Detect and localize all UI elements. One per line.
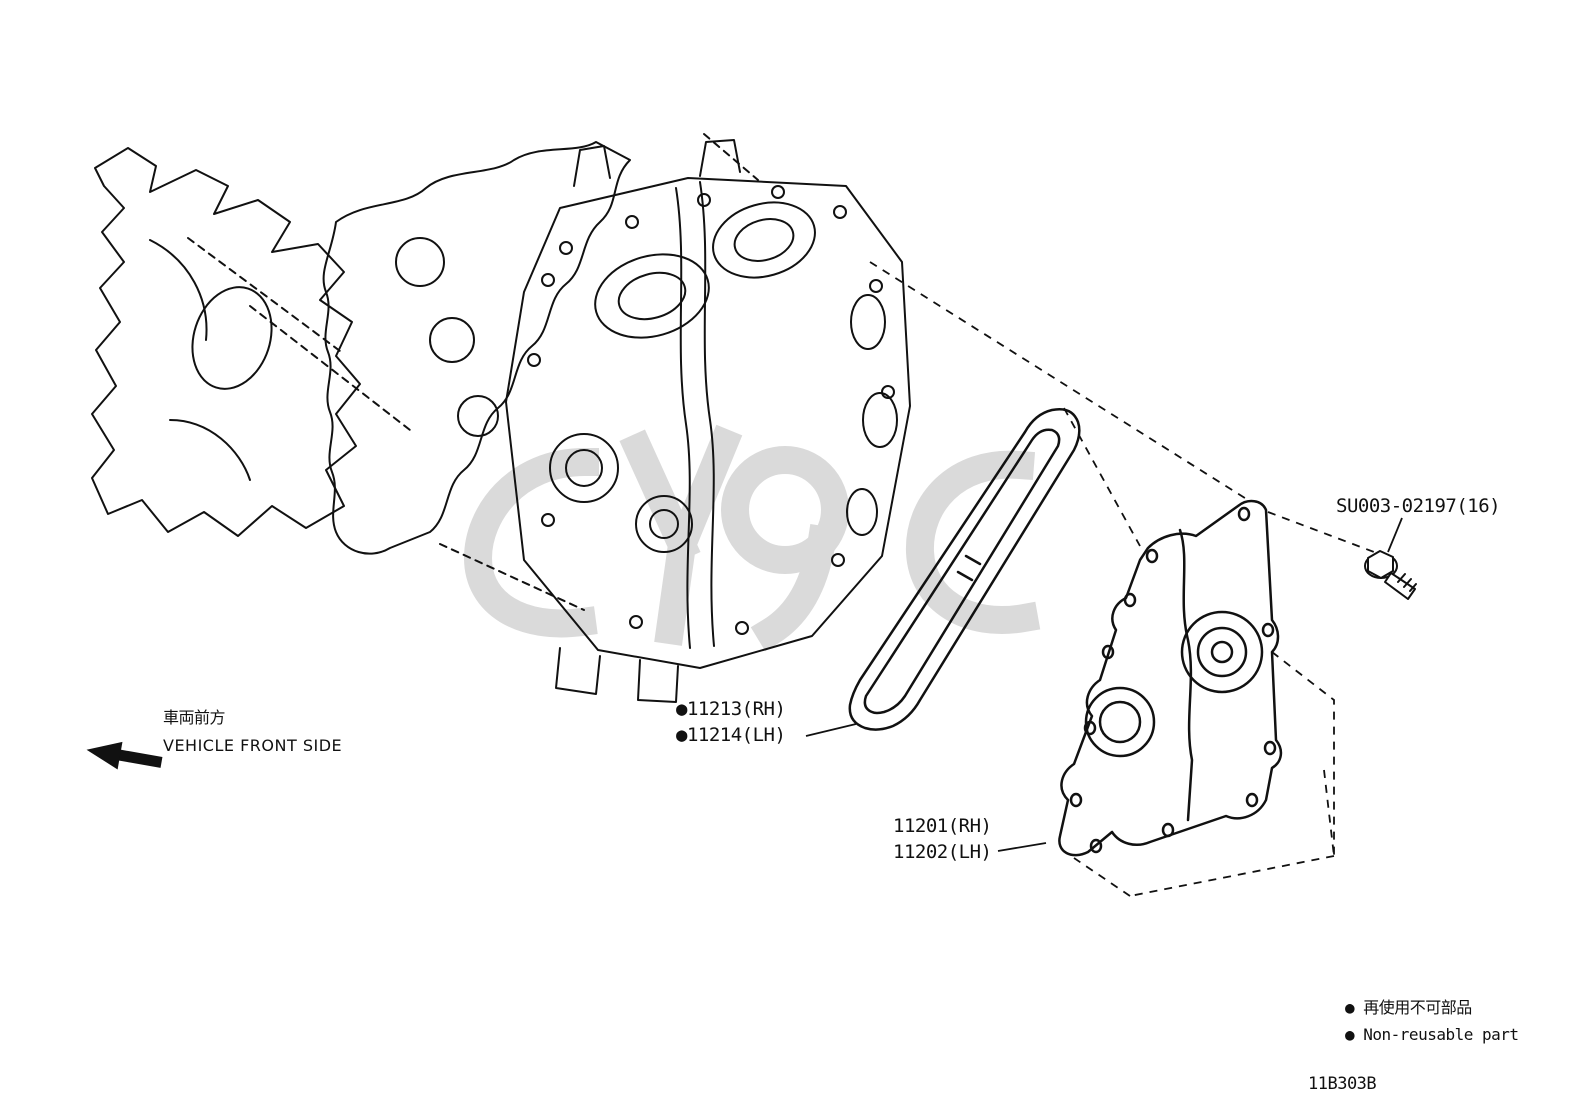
vehicle-front-arrow-icon (86, 741, 163, 770)
gasket-lh-label: ●11214(LH) (676, 724, 786, 746)
cover-rh-label: 11201(RH) (893, 815, 992, 837)
cover-lh-label: 11202(LH) (893, 841, 992, 863)
legend-nonreusable-en: ● Non-reusable part (1345, 1025, 1519, 1044)
gasket-outline (848, 408, 1081, 731)
watermark-logo (463, 424, 1041, 652)
hidden-edge-dashes (187, 133, 759, 611)
valve-cover-outline (1058, 499, 1283, 857)
bolt-icon (1364, 550, 1417, 600)
vehicle-front-label-en: VEHICLE FRONT SIDE (163, 736, 343, 755)
bolt-part-label: SU003-02197(16) (1336, 495, 1501, 517)
projection-dashes (869, 261, 1375, 897)
diagram-code: 11B303B (1308, 1074, 1377, 1094)
engine-block-art (91, 133, 911, 703)
leader-lines (805, 517, 1403, 852)
gasket-rh-label: ●11213(RH) (676, 698, 786, 720)
legend-nonreusable-jp: ● 再使用不可部品 (1345, 998, 1472, 1017)
vehicle-front-label-jp: 車両前方 (163, 708, 226, 727)
